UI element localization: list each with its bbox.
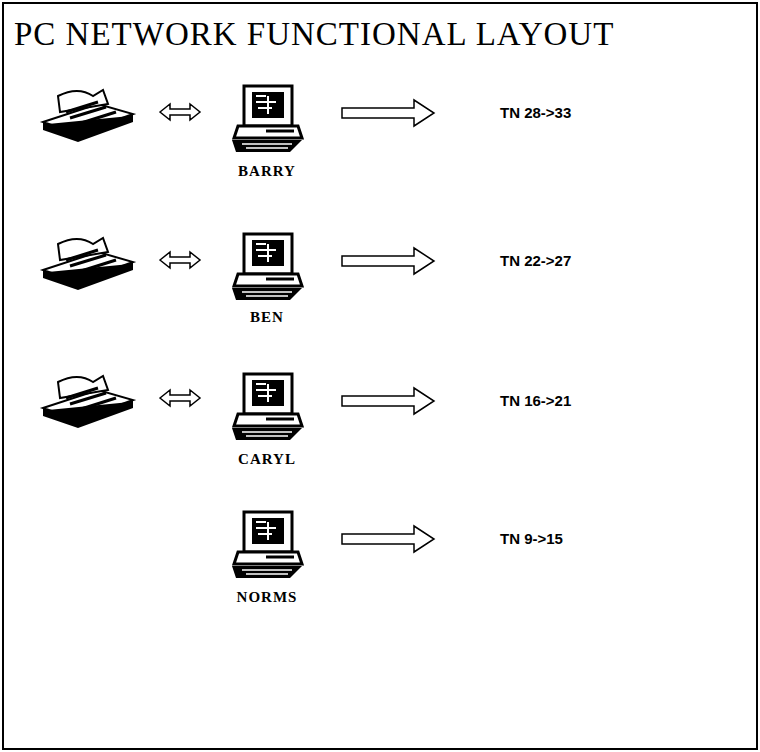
computer-node: BEN xyxy=(212,218,322,326)
computer-name: NORMS xyxy=(212,589,322,606)
terminal-range: TN 22->27 xyxy=(500,252,571,269)
terminal-range: TN 9->15 xyxy=(500,530,563,547)
terminal-range: TN 28->33 xyxy=(500,104,571,121)
computer-node: NORMS xyxy=(212,496,322,606)
computer-name: BEN xyxy=(212,309,322,326)
computer-name: BARRY xyxy=(212,163,322,180)
computer-name: CARYL xyxy=(212,451,322,468)
diagram-title: PC NETWORK FUNCTIONAL LAYOUT xyxy=(14,16,614,53)
computer-node: CARYL xyxy=(212,358,322,468)
terminal-range: TN 16->21 xyxy=(500,392,571,409)
computer-node: BARRY xyxy=(212,70,322,180)
